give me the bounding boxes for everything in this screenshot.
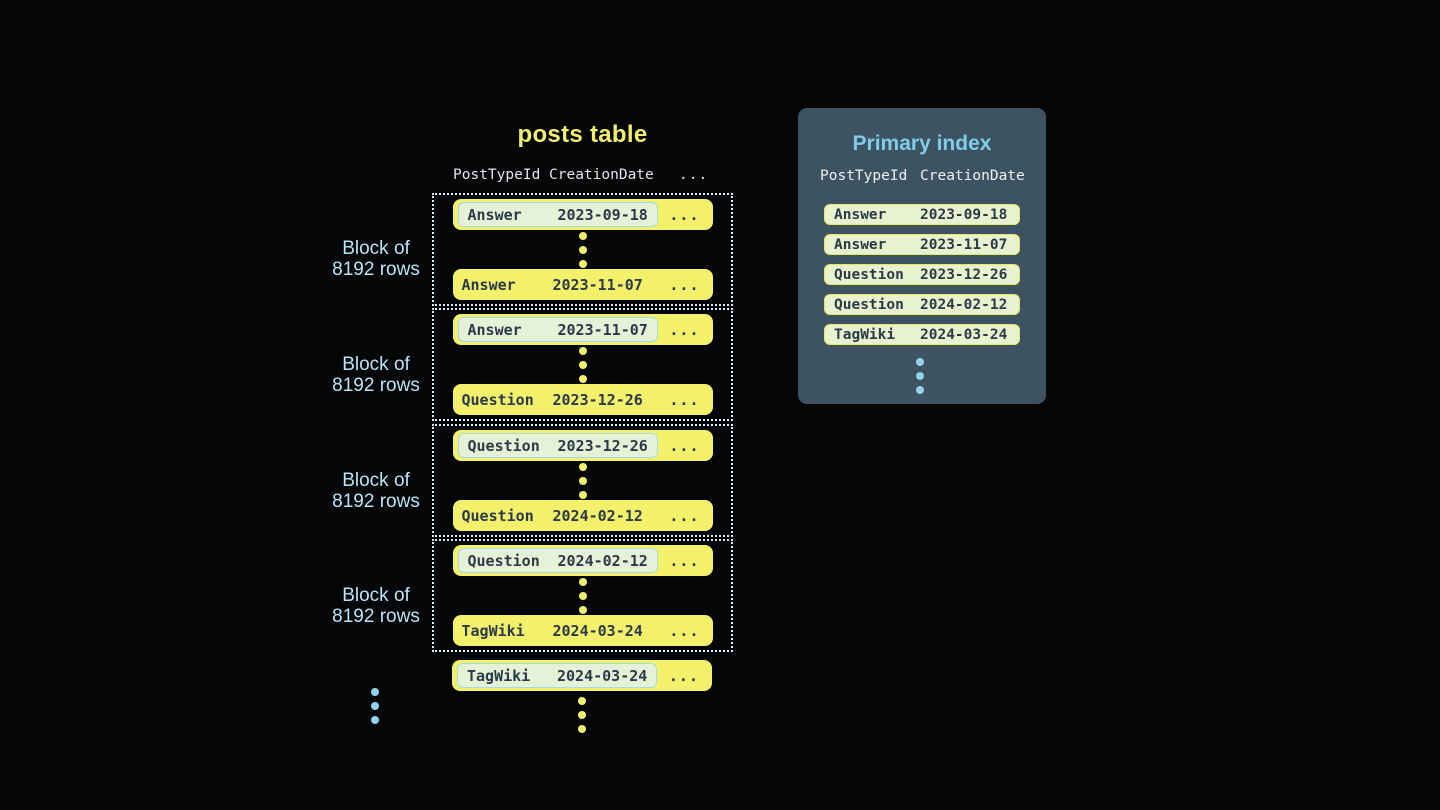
block-2-first-row: Answer 2023-11-07 ... bbox=[452, 314, 713, 345]
index-entry: Answer 2023-09-18 bbox=[824, 204, 1020, 225]
row-ellipsis: ... bbox=[669, 275, 700, 294]
index-column-posttypeid: PostTypeId bbox=[820, 168, 908, 184]
rows-omitted-dots bbox=[578, 462, 587, 499]
row-ellipsis: ... bbox=[669, 390, 700, 409]
rows-omitted-dots bbox=[578, 577, 587, 614]
primary-index-entries: Answer 2023-09-18 Answer 2023-11-07 Ques… bbox=[824, 204, 1020, 345]
indexed-row-highlight: Question 2023-12-26 bbox=[457, 433, 658, 458]
block-1-first-row: Answer 2023-09-18 ... bbox=[452, 199, 713, 230]
index-entry: Question 2024-02-12 bbox=[824, 294, 1020, 315]
block-4-first-row: Question 2024-02-12 ... bbox=[452, 545, 713, 576]
block-3: Question 2023-12-26 ... Question 2024-02… bbox=[432, 424, 733, 537]
primary-index-title: Primary index bbox=[852, 132, 992, 155]
index-entry: Answer 2023-11-07 bbox=[824, 234, 1020, 255]
column-header-posttypeid: PostTypeId bbox=[453, 167, 541, 183]
block-1-label: Block of 8192 rows bbox=[332, 238, 420, 280]
indexed-row-highlight: Answer 2023-11-07 bbox=[457, 317, 658, 342]
indexed-row-highlight: Answer 2023-09-18 bbox=[457, 202, 658, 227]
row-ellipsis: ... bbox=[669, 621, 700, 640]
column-header-creationdate: CreationDate bbox=[549, 167, 654, 183]
index-entry: Question 2023-12-26 bbox=[824, 264, 1020, 285]
row-ellipsis: ... bbox=[668, 666, 699, 685]
block-3-label: Block of 8192 rows bbox=[332, 470, 420, 512]
row-ellipsis: ... bbox=[669, 320, 700, 339]
row-ellipsis: ... bbox=[669, 436, 700, 455]
next-block-first-row: TagWiki 2024-03-24 ... bbox=[452, 660, 712, 691]
index-column-creationdate: CreationDate bbox=[920, 168, 1025, 184]
rows-omitted-dots bbox=[578, 346, 587, 383]
more-index-entries-dots bbox=[916, 358, 924, 394]
block-4-last-row: TagWiki 2024-03-24 ... bbox=[452, 615, 713, 646]
block-3-last-row: Question 2024-02-12 ... bbox=[452, 500, 713, 531]
row-ellipsis: ... bbox=[669, 551, 700, 570]
primary-index-panel: Primary index PostTypeId CreationDate An… bbox=[798, 108, 1046, 404]
block-2-last-row: Question 2023-12-26 ... bbox=[452, 384, 713, 415]
block-2-label: Block of 8192 rows bbox=[332, 354, 420, 396]
row-ellipsis: ... bbox=[669, 205, 700, 224]
more-rows-dots bbox=[578, 697, 586, 733]
block-2: Answer 2023-11-07 ... Question 2023-12-2… bbox=[432, 308, 733, 421]
indexed-row-highlight: Question 2024-02-12 bbox=[457, 548, 658, 573]
index-entry: TagWiki 2024-03-24 bbox=[824, 324, 1020, 345]
more-blocks-dots bbox=[371, 688, 379, 724]
column-header-ellipsis: ... bbox=[679, 167, 709, 183]
block-3-first-row: Question 2023-12-26 ... bbox=[452, 430, 713, 461]
indexed-row-highlight: TagWiki 2024-03-24 bbox=[457, 663, 658, 688]
block-4-label: Block of 8192 rows bbox=[332, 585, 420, 627]
block-1: Answer 2023-09-18 ... Answer 2023-11-07 … bbox=[432, 193, 733, 306]
block-1-last-row: Answer 2023-11-07 ... bbox=[452, 269, 713, 300]
posts-table-title: posts table bbox=[517, 121, 648, 148]
row-ellipsis: ... bbox=[669, 506, 700, 525]
rows-omitted-dots bbox=[578, 231, 587, 268]
posts-table-column-headers: PostTypeId CreationDate ... bbox=[432, 167, 733, 185]
block-4: Question 2024-02-12 ... TagWiki 2024-03-… bbox=[432, 539, 733, 652]
